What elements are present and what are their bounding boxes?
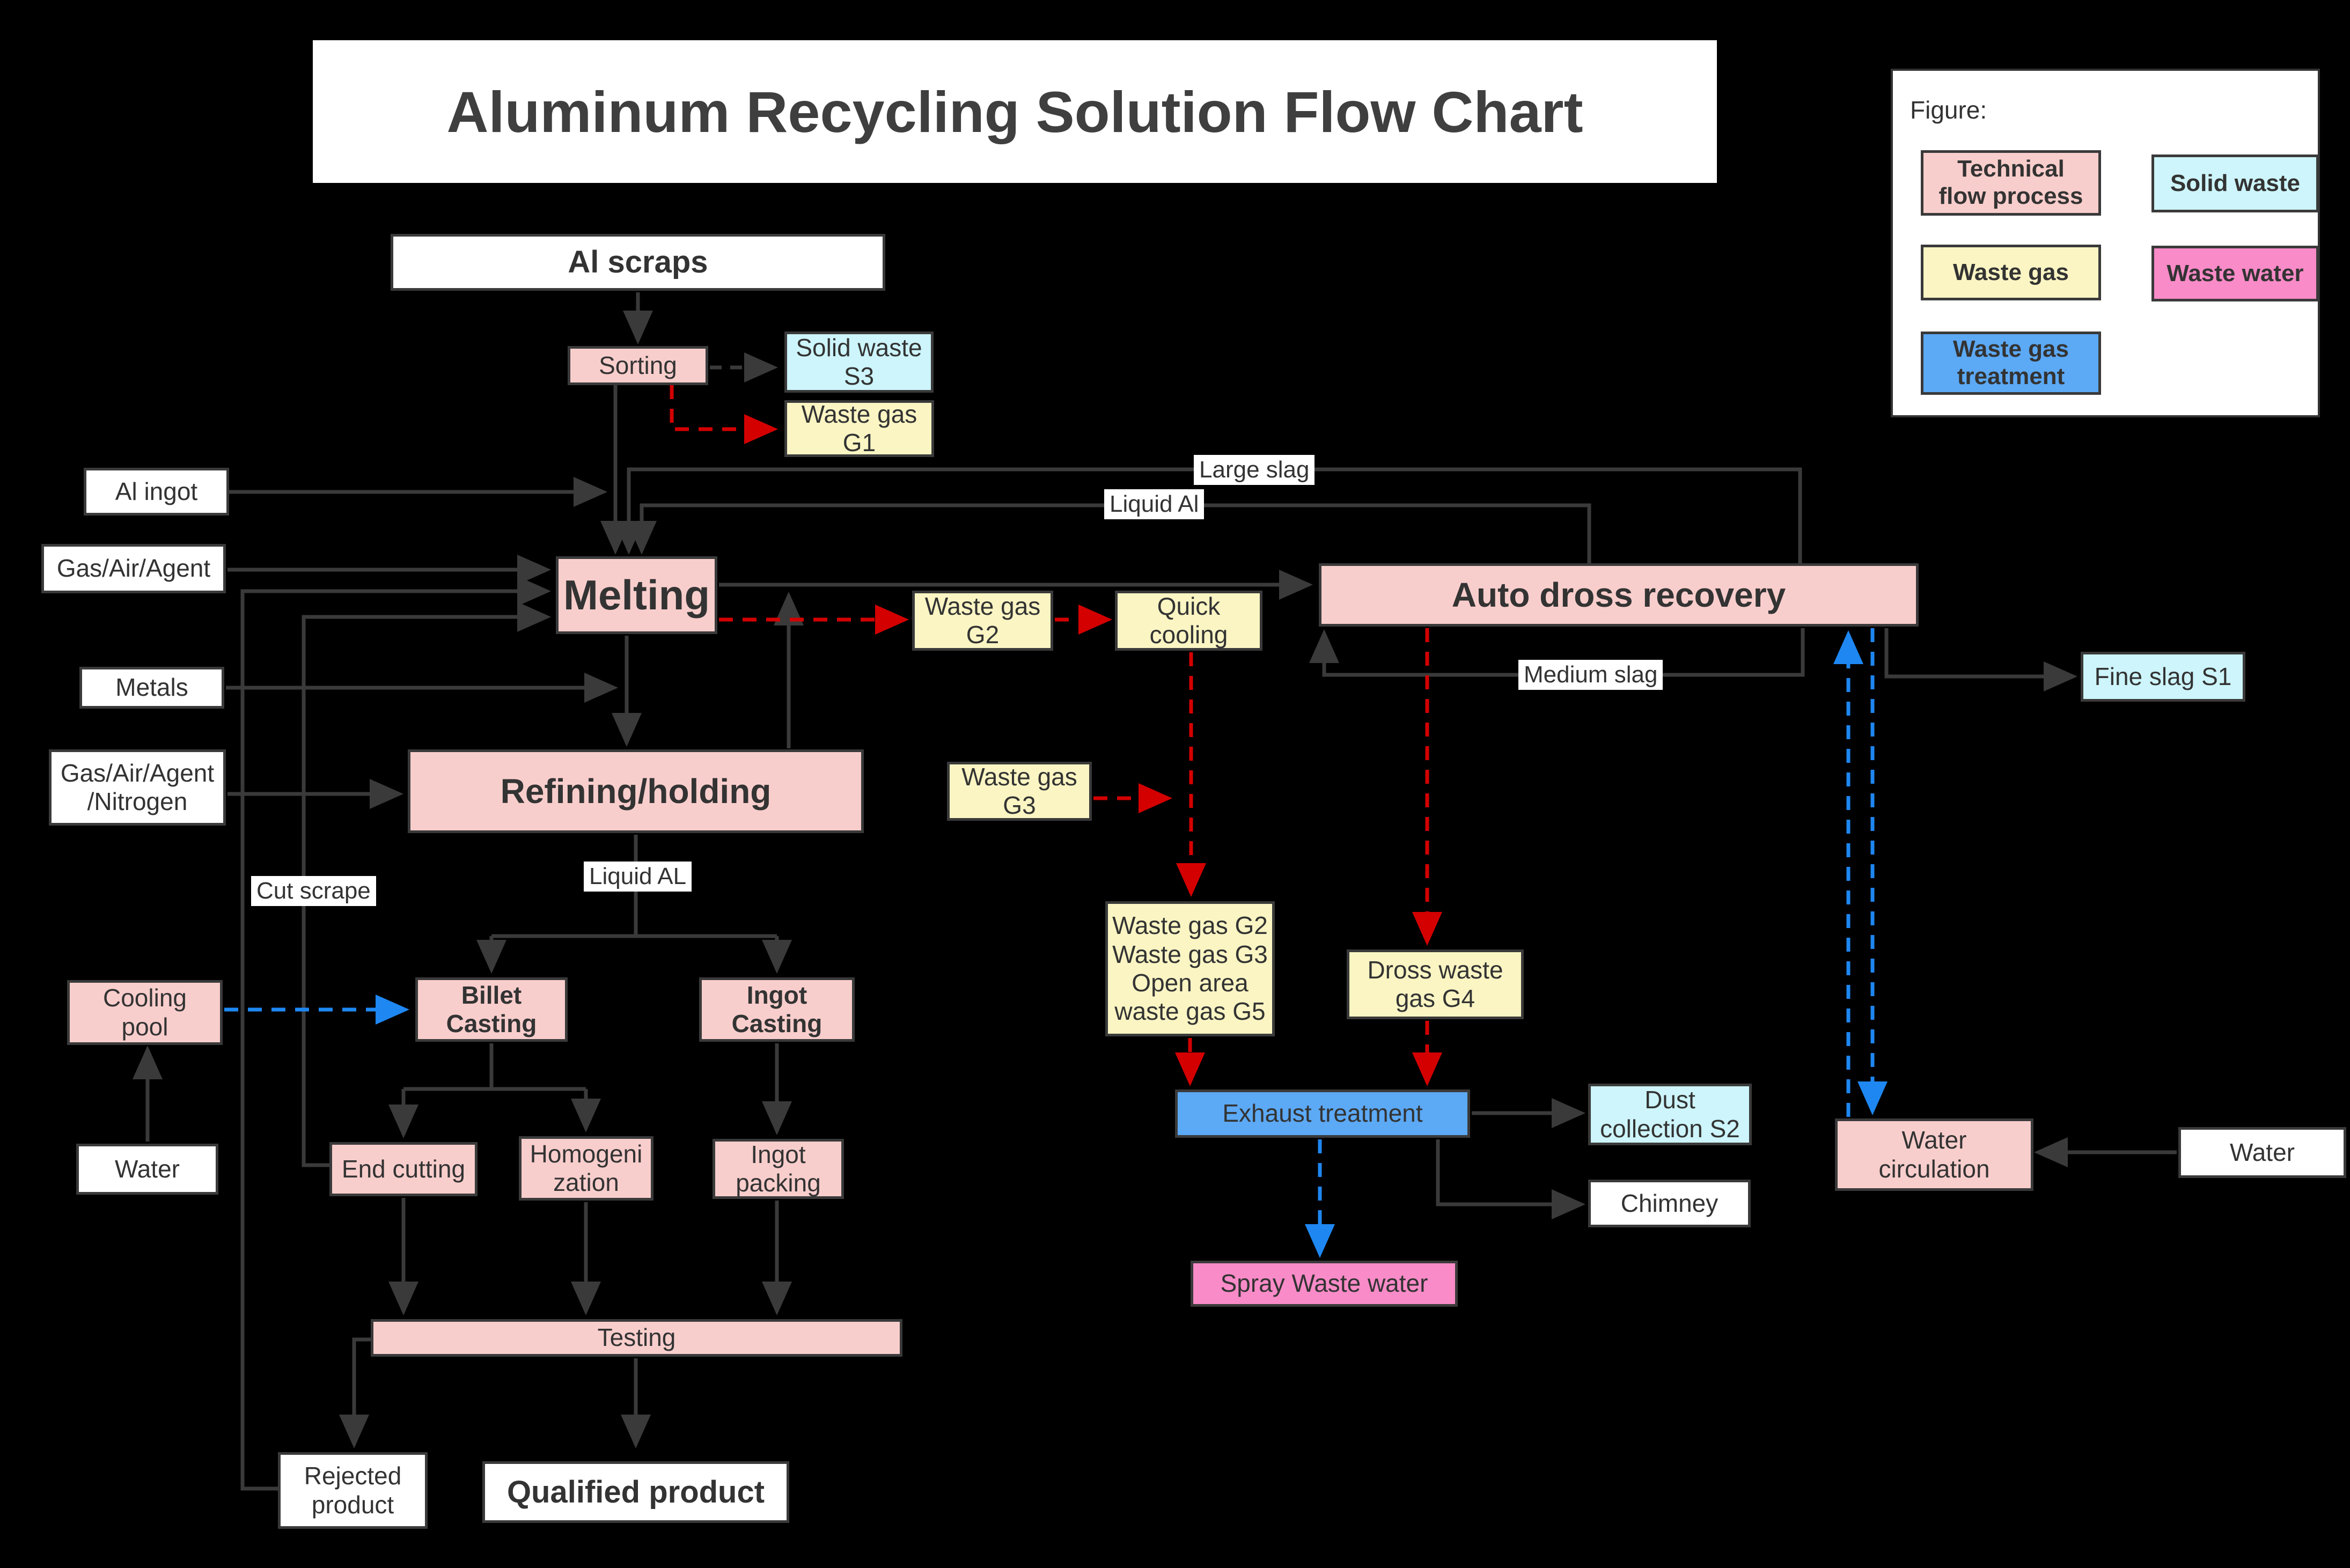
node-al-scraps: Al scraps: [391, 234, 885, 291]
node-spray-waste-water: Spray Waste water: [1191, 1261, 1458, 1307]
node-rejected-product: Rejected product: [278, 1452, 428, 1529]
node-ingot-casting: Ingot Casting: [699, 977, 855, 1042]
node-metals: Metals: [79, 667, 224, 709]
node-chimney: Chimney: [1588, 1180, 1751, 1227]
node-water-left: Water: [76, 1144, 218, 1195]
node-qualified-product: Qualified product: [482, 1461, 789, 1523]
node-ingot-packing: Ingot packing: [713, 1139, 844, 1199]
node-cooling-pool: Cooling pool: [67, 980, 223, 1045]
legend-item-waste-gas-treatment: Waste gas treatment: [1921, 332, 2101, 395]
legend-item-technical-flow-process: Technical flow process: [1921, 150, 2101, 216]
node-gas-air-agent: Gas/Air/Agent: [41, 544, 226, 593]
label-liquid-al-casting: Liquid AL: [584, 862, 692, 892]
process-flow-edges: [133, 292, 2177, 1491]
title-box: Aluminum Recycling Solution Flow Chart: [313, 40, 1717, 183]
node-exhaust-treatment: Exhaust treatment: [1175, 1089, 1470, 1138]
legend-panel: Figure: Technical flow process Solid was…: [1891, 69, 2320, 417]
node-gas-air-agent-nitrogen: Gas/Air/Agent /Nitrogen: [49, 749, 226, 826]
node-testing: Testing: [371, 1319, 902, 1357]
legend-item-waste-gas: Waste gas: [1921, 245, 2101, 300]
node-quick-cooling: Quick cooling: [1115, 591, 1262, 651]
node-melting: Melting: [556, 556, 717, 634]
node-homogenization: Homogeni zation: [519, 1136, 653, 1201]
label-medium-slag: Medium slag: [1518, 660, 1663, 690]
node-auto-dross-recovery: Auto dross recovery: [1319, 563, 1919, 627]
node-refining-holding: Refining/holding: [408, 749, 864, 833]
node-solid-waste-s3: Solid waste S3: [784, 332, 934, 393]
page-title: Aluminum Recycling Solution Flow Chart: [446, 79, 1583, 144]
node-waste-gas-g2: Waste gas G2: [912, 591, 1053, 651]
legend-item-waste-water: Waste water: [2151, 246, 2319, 301]
node-waste-gas-g5: Waste gas G2 Waste gas G3 Open area wast…: [1105, 901, 1275, 1036]
node-water-circulation: Water circulation: [1835, 1118, 2033, 1191]
node-billet-casting: Billet Casting: [415, 977, 568, 1042]
node-dust-collection-s2: Dust collection S2: [1588, 1084, 1752, 1145]
label-liquid-al: Liquid Al: [1104, 489, 1205, 520]
label-cut-scrape: Cut scrape: [251, 876, 376, 907]
node-fine-slag-s1: Fine slag S1: [2081, 652, 2245, 702]
node-al-ingot: Al ingot: [84, 468, 229, 516]
node-end-cutting: End cutting: [329, 1142, 478, 1196]
legend-item-solid-waste: Solid waste: [2151, 154, 2319, 212]
node-waste-gas-g1: Waste gas G1: [784, 400, 934, 457]
node-dross-waste-gas-g4: Dross waste gas G4: [1347, 949, 1524, 1019]
node-sorting: Sorting: [568, 346, 708, 385]
label-large-slag: Large slag: [1194, 455, 1315, 485]
legend-heading: Figure:: [1910, 96, 1987, 124]
node-water-right: Water: [2178, 1127, 2346, 1178]
node-waste-gas-g3: Waste gas G3: [947, 762, 1092, 821]
